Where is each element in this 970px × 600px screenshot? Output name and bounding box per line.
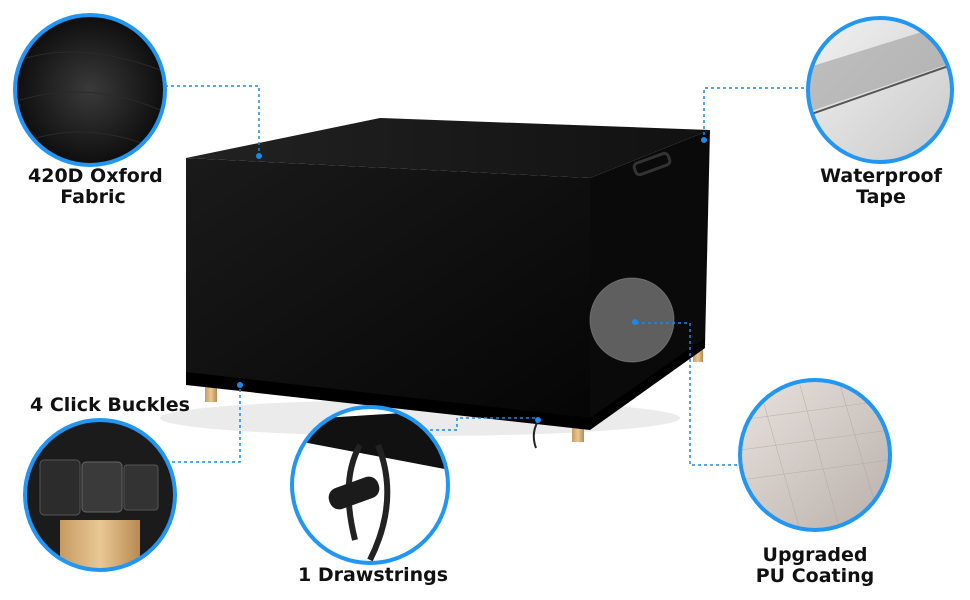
drawstrings-label: 1 Drawstrings (298, 564, 449, 586)
waterproof-tape-label-line2: Tape (856, 186, 906, 208)
pu-coating-label: Upgraded PU Coating (740, 545, 890, 587)
pu-coating-label-line2: PU Coating (755, 565, 875, 587)
oxford-fabric-callout (13, 13, 167, 167)
click-buckles-callout (23, 418, 177, 572)
waterproof-tape-label-line1: Waterproof (820, 165, 942, 187)
waterproof-tape-callout (806, 16, 954, 164)
oxford-fabric-label-line2: Fabric (60, 186, 126, 208)
drawstring-callout (290, 405, 450, 565)
oxford-fabric-label: 420D Oxford Fabric (28, 165, 163, 208)
click-buckles-label: 4 Click Buckles (30, 394, 190, 416)
pu-coating-label-line1: Upgraded (762, 544, 868, 566)
oxford-fabric-label-line1: 420D Oxford (28, 165, 163, 187)
pu-coating-callout (738, 378, 892, 532)
waterproof-tape-label: Waterproof Tape (816, 166, 946, 208)
